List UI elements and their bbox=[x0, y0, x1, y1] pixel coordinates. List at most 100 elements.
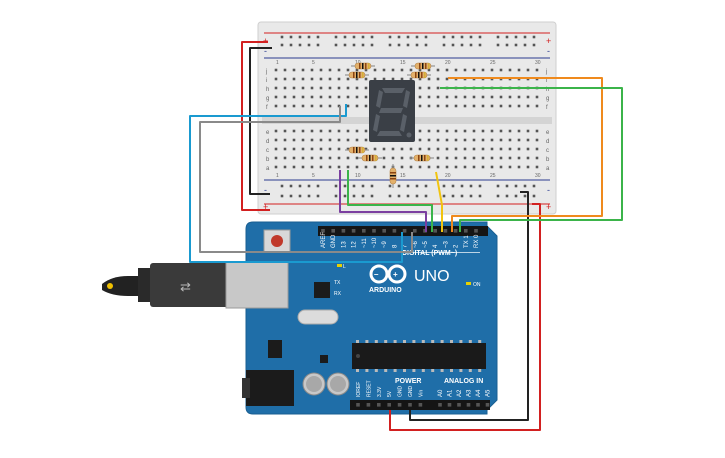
rail-hole[interactable] bbox=[334, 35, 338, 39]
rail-hole[interactable] bbox=[280, 35, 284, 39]
breadboard-hole[interactable] bbox=[364, 147, 368, 151]
breadboard-hole[interactable] bbox=[346, 68, 350, 72]
breadboard-hole[interactable] bbox=[301, 129, 305, 133]
rail-hole[interactable] bbox=[415, 184, 419, 188]
breadboard-hole[interactable] bbox=[283, 138, 287, 142]
breadboard-hole[interactable] bbox=[346, 95, 350, 99]
rail-hole[interactable] bbox=[469, 35, 473, 39]
rail-hole[interactable] bbox=[280, 43, 284, 47]
rail-hole[interactable] bbox=[361, 184, 365, 188]
breadboard-hole[interactable] bbox=[436, 86, 440, 90]
rail-hole[interactable] bbox=[478, 35, 482, 39]
breadboard-hole[interactable] bbox=[310, 165, 314, 169]
rail-hole[interactable] bbox=[442, 35, 446, 39]
breadboard-hole[interactable] bbox=[481, 165, 485, 169]
breadboard-hole[interactable] bbox=[346, 156, 350, 160]
breadboard-hole[interactable] bbox=[490, 165, 494, 169]
breadboard-hole[interactable] bbox=[508, 68, 512, 72]
breadboard-hole[interactable] bbox=[319, 86, 323, 90]
breadboard-hole[interactable] bbox=[310, 68, 314, 72]
resistor[interactable] bbox=[345, 71, 369, 79]
breadboard-hole[interactable] bbox=[454, 95, 458, 99]
digital-pin-socket[interactable] bbox=[474, 229, 478, 233]
resistor[interactable] bbox=[411, 62, 435, 70]
breadboard-hole[interactable] bbox=[364, 95, 368, 99]
breadboard-hole[interactable] bbox=[328, 129, 332, 133]
breadboard-hole[interactable] bbox=[292, 129, 296, 133]
rail-hole[interactable] bbox=[505, 184, 509, 188]
breadboard-hole[interactable] bbox=[454, 156, 458, 160]
breadboard-hole[interactable] bbox=[463, 129, 467, 133]
rail-hole[interactable] bbox=[388, 43, 392, 47]
rail-hole[interactable] bbox=[496, 43, 500, 47]
breadboard-hole[interactable] bbox=[373, 165, 377, 169]
breadboard-hole[interactable] bbox=[346, 86, 350, 90]
breadboard-hole[interactable] bbox=[301, 95, 305, 99]
breadboard-hole[interactable] bbox=[328, 156, 332, 160]
rail-hole[interactable] bbox=[451, 35, 455, 39]
resistor[interactable] bbox=[389, 164, 397, 188]
breadboard-hole[interactable] bbox=[508, 138, 512, 142]
wire-yellow[interactable] bbox=[435, 171, 443, 232]
breadboard-hole[interactable] bbox=[274, 156, 278, 160]
digital-pin-socket[interactable] bbox=[413, 229, 417, 233]
breadboard-hole[interactable] bbox=[436, 138, 440, 142]
breadboard-hole[interactable] bbox=[454, 68, 458, 72]
breadboard-hole[interactable] bbox=[436, 68, 440, 72]
breadboard-hole[interactable] bbox=[373, 77, 377, 81]
breadboard-hole[interactable] bbox=[418, 104, 422, 108]
breadboard-hole[interactable] bbox=[337, 86, 341, 90]
digital-pin-socket[interactable] bbox=[341, 229, 346, 233]
breadboard-hole[interactable] bbox=[490, 138, 494, 142]
rail-hole[interactable] bbox=[352, 194, 356, 198]
breadboard-hole[interactable] bbox=[499, 138, 503, 142]
breadboard-hole[interactable] bbox=[355, 156, 359, 160]
wire-blue[interactable] bbox=[189, 104, 403, 263]
digital-pin-socket[interactable] bbox=[351, 229, 356, 233]
rail-hole[interactable] bbox=[352, 184, 356, 188]
rail-hole[interactable] bbox=[361, 43, 365, 47]
rail-hole[interactable] bbox=[316, 184, 320, 188]
breadboard-hole[interactable] bbox=[274, 129, 278, 133]
breadboard-hole[interactable] bbox=[418, 129, 422, 133]
breadboard-hole[interactable] bbox=[463, 138, 467, 142]
breadboard-hole[interactable] bbox=[292, 138, 296, 142]
rail-hole[interactable] bbox=[532, 43, 536, 47]
breadboard-hole[interactable] bbox=[310, 86, 314, 90]
breadboard-hole[interactable] bbox=[418, 165, 422, 169]
rail-hole[interactable] bbox=[334, 43, 338, 47]
breadboard-hole[interactable] bbox=[535, 156, 539, 160]
breadboard-hole[interactable] bbox=[355, 104, 359, 108]
digital-pin-socket[interactable] bbox=[443, 229, 448, 233]
rail-hole[interactable] bbox=[343, 184, 347, 188]
breadboard-hole[interactable] bbox=[454, 129, 458, 133]
seven-segment-display[interactable]: 8. bbox=[0, 0, 415, 142]
analog-pin-socket[interactable] bbox=[438, 403, 442, 407]
breadboard-hole[interactable] bbox=[517, 104, 521, 108]
breadboard-hole[interactable] bbox=[418, 77, 422, 81]
breadboard-hole[interactable] bbox=[337, 138, 341, 142]
breadboard-hole[interactable] bbox=[328, 68, 332, 72]
breadboard-hole[interactable] bbox=[481, 95, 485, 99]
rail-hole[interactable] bbox=[289, 43, 293, 47]
digital-pin-socket[interactable] bbox=[464, 229, 468, 233]
breadboard-hole[interactable] bbox=[346, 77, 350, 81]
breadboard-hole[interactable] bbox=[472, 156, 476, 160]
rail-hole[interactable] bbox=[469, 194, 473, 198]
breadboard-hole[interactable] bbox=[301, 77, 305, 81]
breadboard-hole[interactable] bbox=[328, 147, 332, 151]
breadboard-hole[interactable] bbox=[454, 165, 458, 169]
breadboard-hole[interactable] bbox=[526, 165, 530, 169]
rail-hole[interactable] bbox=[523, 35, 527, 39]
breadboard-hole[interactable] bbox=[355, 138, 359, 142]
breadboard-hole[interactable] bbox=[409, 68, 413, 72]
breadboard-hole[interactable] bbox=[418, 86, 422, 90]
breadboard-hole[interactable] bbox=[346, 138, 350, 142]
breadboard-hole[interactable] bbox=[310, 147, 314, 151]
breadboard-hole[interactable] bbox=[274, 147, 278, 151]
rail-hole[interactable] bbox=[361, 35, 365, 39]
breadboard-hole[interactable] bbox=[490, 129, 494, 133]
rail-hole[interactable] bbox=[370, 194, 374, 198]
breadboard-hole[interactable] bbox=[508, 165, 512, 169]
